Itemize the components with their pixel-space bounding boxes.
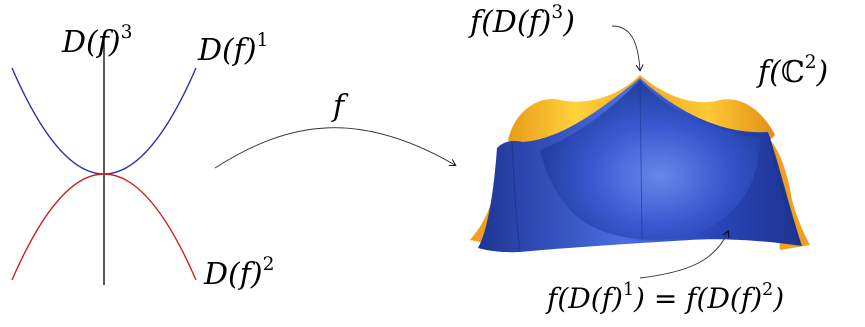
label-f-c2-exp: 2 [804,52,817,74]
label-d-f-1-base: D(f) [198,33,257,68]
label-d-f-3-exp: 3 [120,22,133,44]
surface-left-fold [511,141,521,251]
label-bottom-a: f(D(f) [547,282,623,315]
label-d-f-1: D(f)1 [198,31,268,68]
label-f-c2-close: ) [816,55,829,90]
label-d-f-3: D(f)3 [62,23,132,60]
label-f-c2-f: f( [758,55,781,90]
label-f-d-f-3-exp: 3 [551,2,564,24]
parabola-down-curve [11,173,197,281]
bottom-annotation-arrow [639,232,728,279]
label-f-d-f-3-base: f(D(f) [470,5,552,40]
surface-right-fold [767,133,801,245]
label-bottom-close: ) [773,282,785,315]
label-f-c2: f(ℂ2) [758,53,829,90]
label-d-f-3-base: D(f) [62,25,121,60]
label-d-f-2-exp: 2 [262,254,275,276]
label-bottom-a-exp: 1 [622,279,634,300]
label-map-f-text: f [333,89,345,124]
label-bottom-equation: f(D(f)1) = f(D(f)2) [547,281,785,315]
surface-ridge-line [639,79,643,241]
label-f-d-f-3-close: ) [563,5,575,40]
label-f-c2-set: ℂ [780,55,805,90]
top-annotation-arrow [611,25,640,70]
label-map-f: f [333,92,344,122]
label-bottom-mid: ) = f(D(f) [634,282,763,315]
label-d-f-2: D(f)2 [204,255,274,292]
map-arrow [214,127,455,169]
label-d-f-1-exp: 1 [256,30,269,52]
label-f-d-f-3: f(D(f)3) [470,3,575,40]
surface-bowl [540,80,760,240]
label-d-f-2-base: D(f) [204,257,263,292]
label-bottom-b-exp: 2 [762,279,774,300]
